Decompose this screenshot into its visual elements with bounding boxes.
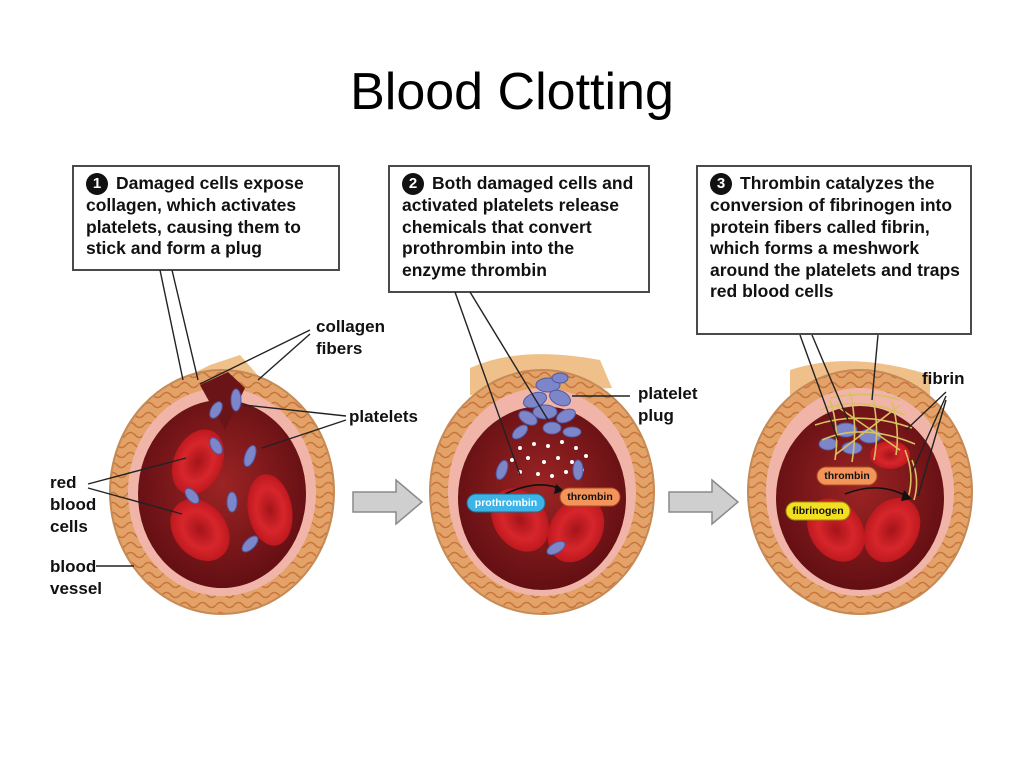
label-platelet-plug: platelet plug	[638, 384, 698, 425]
platelet	[546, 540, 566, 556]
vessel-3	[747, 361, 973, 615]
thrombin-tag-2	[559, 487, 621, 507]
step-1-pointer	[171, 269, 199, 381]
page-title: Blood Clotting	[350, 63, 674, 121]
red-blood-cell	[870, 441, 910, 469]
vessel-1-tear	[200, 372, 245, 430]
step-3-text: Thrombin catalyzes the conversion of fib…	[710, 173, 960, 301]
platelets-leader	[243, 404, 347, 417]
platelets-leader	[261, 419, 347, 449]
platelet	[209, 437, 223, 455]
leader-lines	[87, 269, 947, 567]
red-blood-cell	[170, 499, 230, 561]
fibrin-leader	[917, 399, 947, 497]
step-3-pointer	[871, 334, 879, 401]
platelet-plug	[818, 422, 882, 455]
red-blood-cell	[247, 474, 293, 546]
vessel-2	[429, 354, 655, 615]
step-3-pointer	[811, 334, 849, 421]
fibrin-leader	[911, 395, 947, 473]
thrombin-tag-3	[816, 466, 878, 486]
collagen-leader	[199, 329, 311, 385]
platelet	[230, 388, 242, 412]
platelet	[241, 535, 259, 553]
step-number-2: 2	[402, 173, 424, 195]
process-arrow-2	[668, 478, 740, 526]
step-number-3: 3	[710, 173, 732, 195]
step-2-text: Both damaged cells and activated platele…	[402, 173, 634, 280]
label-thrombin-2: thrombin	[567, 491, 613, 503]
step-2-pointer	[454, 291, 521, 476]
fibrinogen-tag	[785, 501, 851, 521]
label-platelets: platelets	[349, 407, 418, 426]
fibrin-leader	[905, 391, 947, 431]
label-prothrombin: prothrombin	[474, 497, 538, 509]
platelet	[184, 487, 200, 505]
process-arrow-1	[352, 478, 424, 526]
step-number-1: 1	[86, 173, 108, 195]
label-fibrinogen: fibrinogen	[792, 505, 844, 517]
label-collagen-fibers: collagen fibers	[316, 317, 385, 358]
step-1-text: Damaged cells expose collagen, which act…	[86, 173, 304, 258]
platelet	[495, 459, 509, 481]
platelet	[226, 491, 238, 513]
label-blood-vessel: blood vessel	[50, 557, 102, 598]
rbc-leader	[87, 487, 183, 515]
step-1-pointer	[159, 269, 184, 381]
label-thrombin-3: thrombin	[824, 470, 870, 482]
vessel-1	[109, 355, 335, 615]
platelet	[243, 445, 257, 467]
rbc-leader	[87, 457, 187, 485]
platelet	[209, 401, 223, 419]
fibrin-mesh	[814, 391, 918, 501]
step-3-pointer	[799, 334, 839, 441]
red-blood-cell	[863, 497, 921, 563]
prothrombin-tag	[466, 493, 546, 513]
label-red-blood-cells: red blood cells	[50, 473, 97, 536]
collagen-leader	[257, 333, 311, 381]
step-2-pointer	[469, 291, 549, 421]
platelet	[572, 459, 584, 481]
label-fibrin: fibrin	[922, 369, 965, 388]
conversion-arrowhead-3	[901, 490, 912, 501]
